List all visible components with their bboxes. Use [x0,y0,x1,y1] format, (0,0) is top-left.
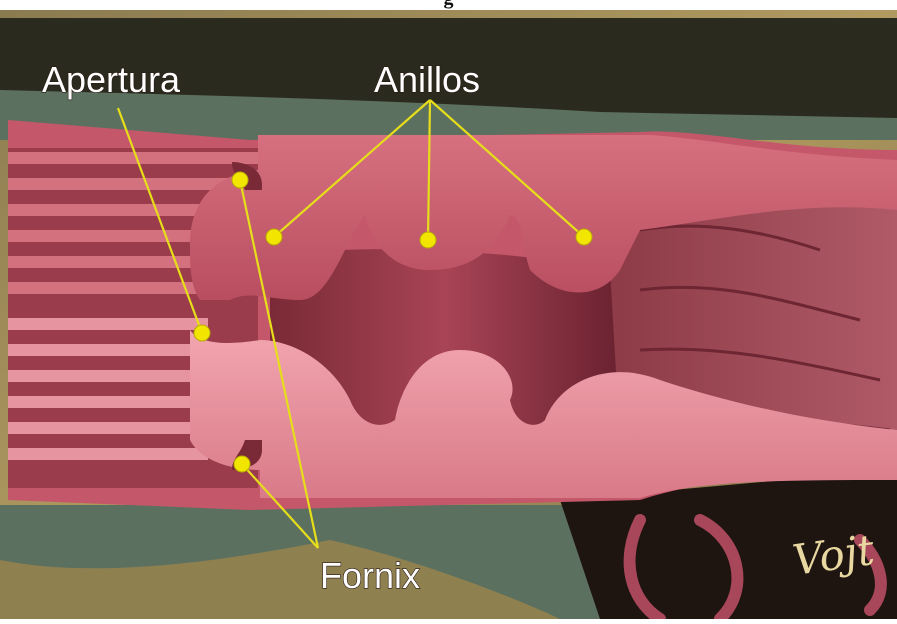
title-strip: g [0,0,897,10]
anillos-marker-3 [576,229,592,245]
fornix-marker-upper [232,172,248,188]
anillos-marker-2 [420,232,436,248]
label-apertura: Apertura [42,59,181,100]
fornix-marker-lower [234,456,250,472]
figure-title-fragment: g [0,0,897,10]
apertura-marker [194,325,210,341]
anillos-marker-1 [266,229,282,245]
label-fornix: Fornix [320,555,420,596]
label-anillos: Anillos [374,59,480,100]
